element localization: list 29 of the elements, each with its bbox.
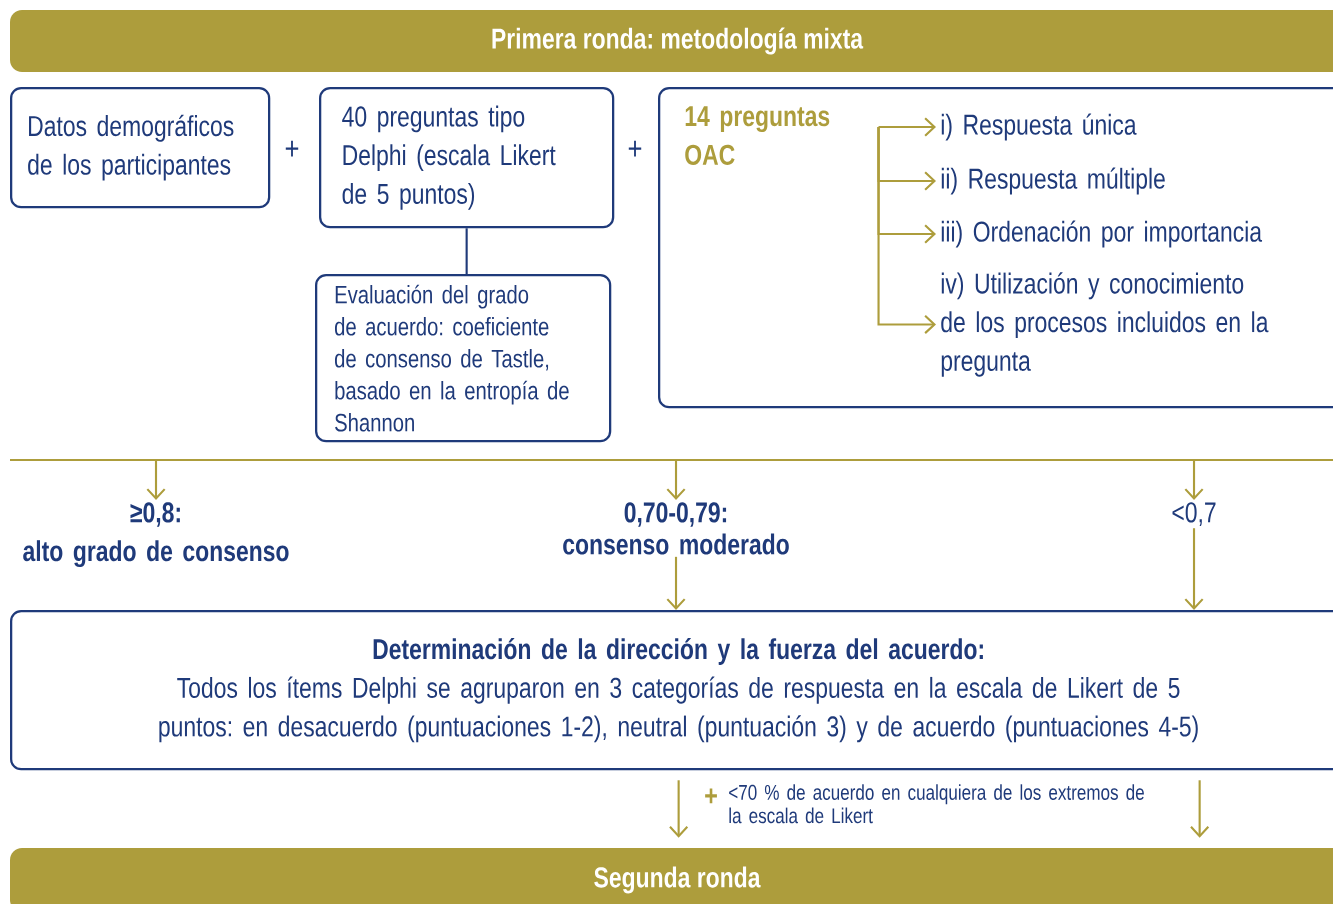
arrow: [146, 460, 166, 500]
header-band: Primera ronda: metodología mixta: [10, 10, 1333, 72]
threshold-label: <0,7: [1172, 502, 1216, 526]
footer-band: Segunda ronda: [10, 848, 1333, 904]
plus-sign: +: [285, 140, 299, 157]
threshold-label: 0,70-0,79: consenso moderado: [563, 502, 789, 555]
text-box: Evaluación del grado de acuerdo: coeficiente de consenso de Tastle, basado en la entropía de Shannon: [315, 274, 612, 443]
arrow: [1184, 460, 1204, 500]
arrow: [669, 780, 689, 838]
text-box: Datos demográficos de los participantes: [10, 87, 271, 209]
connector-line: [465, 228, 468, 274]
threshold-label: ≥0,8: alto grado de consenso: [23, 502, 289, 568]
arrow: [1184, 528, 1204, 610]
note-text: <70 % de acuerdo en cualquiera de los extremos de la escala de Likert: [729, 784, 1144, 824]
text-box: Determinación de la dirección y la fuerza del acuerdo: Todos los ítems Delphi se agruparon en 3 categorías de respuesta en la escala de Likert de 5 puntos: en desacuerdo (puntuaciones 1-2), neutral (puntuación 3) y de acuerdo (puntuaciones 4-5): [10, 610, 1333, 771]
plus-sign: +: [705, 788, 717, 804]
arrow: [877, 127, 936, 334]
plus-sign: +: [628, 140, 642, 157]
question-box: [658, 87, 1333, 409]
arrow: [1190, 780, 1210, 838]
heading-text: 14 preguntas OAC: [685, 106, 830, 165]
arrow: [666, 460, 686, 500]
list-item-text: iv) Utilización y conocimiento de los procesos incluidos en la pregunta: [941, 272, 1269, 377]
text-box: 40 preguntas tipo Delphi (escala Likert de 5 puntos): [319, 87, 615, 229]
list-item-text: i) Respuesta única: [941, 113, 1137, 141]
arrow: [666, 556, 686, 610]
arrow: [878, 117, 936, 137]
list-item-text: ii) Respuesta múltiple: [941, 167, 1165, 195]
list-item-text: iii) Ordenación por importancia: [941, 220, 1263, 248]
